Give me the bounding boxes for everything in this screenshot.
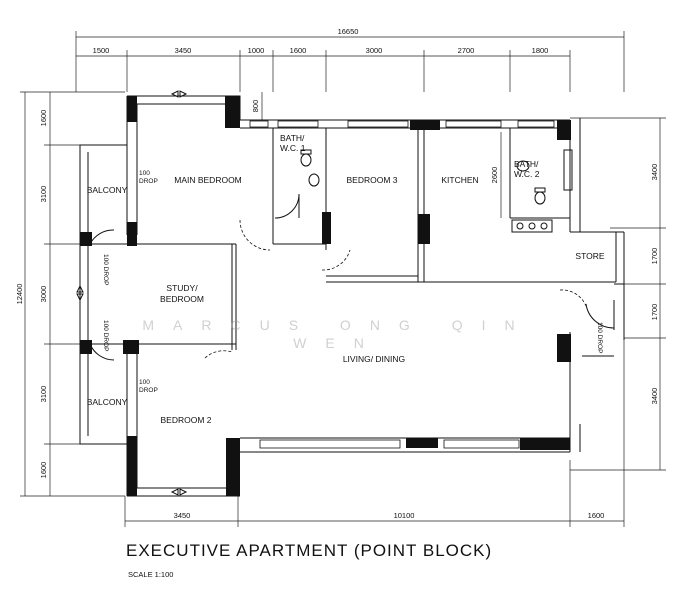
dim-top-5: 3000 bbox=[366, 46, 383, 55]
drop-store: 100 DROP bbox=[596, 322, 603, 353]
dim-right-3: 1700 bbox=[650, 304, 659, 321]
label-store: STORE bbox=[575, 251, 604, 261]
label-living-dining: LIVING/ DINING bbox=[343, 354, 405, 364]
bottom-dimensions: 3450 10100 1600 bbox=[124, 340, 625, 527]
dim-right-4: 3400 bbox=[650, 388, 659, 405]
dim-bottom-2: 10100 bbox=[394, 511, 415, 520]
walls bbox=[79, 95, 625, 497]
dim-left-5: 1600 bbox=[39, 462, 48, 479]
window-arrows bbox=[76, 90, 188, 496]
drop-top-line1: 100 bbox=[139, 170, 150, 177]
dim-top-1: 1500 bbox=[93, 46, 110, 55]
dim-top-6: 2700 bbox=[458, 46, 475, 55]
label-study-line2: BEDROOM bbox=[160, 294, 204, 304]
label-main-bedroom: MAIN BEDROOM bbox=[174, 175, 242, 185]
dim-inner-800: 800 bbox=[251, 100, 260, 113]
inner-dimensions: 800 2600 bbox=[251, 92, 502, 218]
top-dimensions: 16650 1500 3450 1000 1600 3000 2700 1800 bbox=[75, 27, 625, 92]
dim-top-total: 16650 bbox=[338, 27, 359, 36]
label-study-line1: STUDY/ bbox=[166, 283, 198, 293]
label-bedroom-2: BEDROOM 2 bbox=[160, 415, 211, 425]
label-bath2-line2: W.C. 2 bbox=[514, 169, 540, 179]
dim-top-4: 1600 bbox=[290, 46, 307, 55]
doors bbox=[89, 193, 615, 361]
dim-left-4: 3100 bbox=[39, 386, 48, 403]
dim-bottom-3: 1600 bbox=[588, 511, 605, 520]
fixtures bbox=[300, 149, 573, 233]
dim-bottom-1: 3450 bbox=[174, 511, 191, 520]
drop-top-line2: DROP bbox=[139, 178, 158, 185]
drop-vertical-upper: 100 DROP bbox=[102, 254, 109, 285]
dim-top-2: 3450 bbox=[175, 46, 192, 55]
label-balcony-top: BALCONY bbox=[87, 185, 128, 195]
dim-top-3: 1000 bbox=[248, 46, 265, 55]
watermark: MARCUS ONG QIN WEN bbox=[142, 317, 534, 351]
label-balcony-bottom: BALCONY bbox=[87, 397, 128, 407]
right-dimensions: 3400 1700 1700 3400 bbox=[570, 117, 666, 471]
label-bath2-line1: BATH/ bbox=[514, 159, 539, 169]
dim-top-7: 1800 bbox=[532, 46, 549, 55]
drop-vertical-lower: 100 DROP bbox=[102, 320, 109, 351]
dim-right-2: 1700 bbox=[650, 248, 659, 265]
dim-left-total: 12400 bbox=[15, 284, 24, 305]
plan-scale: SCALE 1:100 bbox=[128, 570, 174, 579]
dim-left-2: 3100 bbox=[39, 186, 48, 203]
left-dimensions: 12400 1600 3100 3000 3100 1600 bbox=[15, 91, 125, 497]
drop-bottom-line1: 100 bbox=[139, 379, 150, 386]
label-bath1-line1: BATH/ bbox=[280, 133, 305, 143]
dim-left-1: 1600 bbox=[39, 110, 48, 127]
dim-left-3: 3000 bbox=[39, 286, 48, 303]
label-bath1-line2: W.C. 1 bbox=[280, 143, 306, 153]
dim-right-1: 3400 bbox=[650, 164, 659, 181]
label-bedroom-3: BEDROOM 3 bbox=[346, 175, 397, 185]
drop-bottom-line2: DROP bbox=[139, 387, 158, 394]
label-kitchen: KITCHEN bbox=[441, 175, 478, 185]
plan-title: EXECUTIVE APARTMENT (POINT BLOCK) bbox=[126, 541, 493, 560]
dim-inner-2600: 2600 bbox=[490, 167, 499, 184]
